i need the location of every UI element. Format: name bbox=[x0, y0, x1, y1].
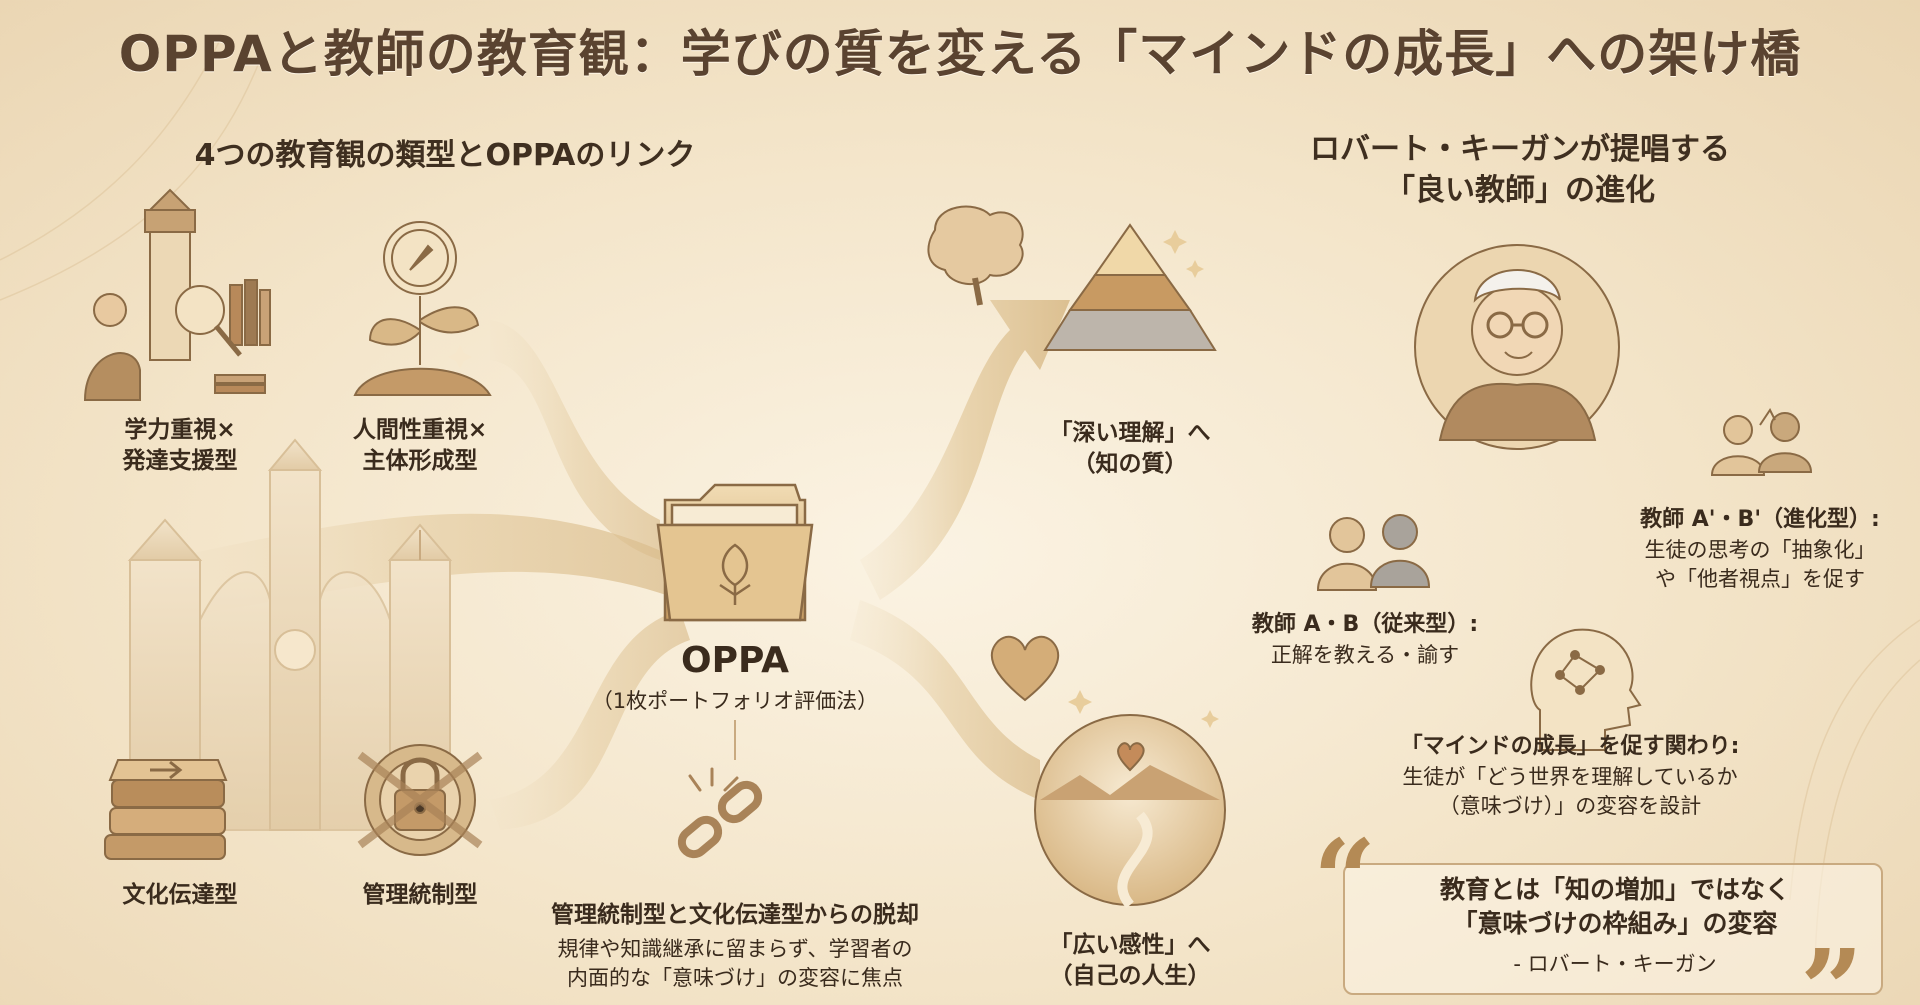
quote-author: - ロバート・キーガン bbox=[1513, 952, 1717, 976]
evolved-teacher-line: や「他者視点」を促す bbox=[1655, 567, 1865, 592]
mind-growth-text: 「マインドの成長」を促す関わり: 生徒が「どう世界を理解しているか （意味づけ）… bbox=[1345, 732, 1795, 822]
outcome-line: 「深い理解」へ bbox=[1049, 420, 1211, 446]
open-quote-icon: “ bbox=[1313, 815, 1377, 944]
oppa-subtitle: （1枚ポートフォリオ評価法） bbox=[591, 689, 879, 713]
sprout-compass-illustration bbox=[353, 221, 492, 396]
outcome-line: 「広い感性」へ bbox=[1049, 932, 1211, 958]
conventional-teacher-desc: 正解を教える・諭す bbox=[1270, 642, 1460, 667]
oppa-name: OPPA bbox=[681, 640, 789, 681]
type-label-line: 人間性重視× bbox=[352, 417, 488, 443]
evolved-teacher-line: 生徒の思考の「抽象化」 bbox=[1644, 537, 1876, 562]
quote-line: 「意味づけの枠組み」の変容 bbox=[1452, 908, 1778, 938]
connector-lines bbox=[419, 530, 736, 760]
conventional-teachers-icon bbox=[1316, 514, 1431, 591]
mind-growth-line: 生徒が「どう世界を理解しているか bbox=[1402, 764, 1738, 789]
mind-growth-line: （意味づけ）」の変容を設計 bbox=[1438, 794, 1702, 819]
quote-line: 教育とは「知の増加」ではなく bbox=[1439, 875, 1790, 904]
right-heading-line: 「良い教師」の進化 bbox=[1385, 172, 1655, 208]
landscape-illustration bbox=[1034, 710, 1226, 909]
gear-lock-illustration bbox=[357, 744, 483, 856]
oppa-folder-illustration bbox=[656, 483, 814, 622]
heart-illustration bbox=[990, 635, 1092, 714]
evolved-teacher-text: 教師 A'・B'（進化型）: 生徒の思考の「抽象化」 や「他者視点」を促す bbox=[1610, 505, 1910, 595]
kegan-portrait bbox=[1414, 244, 1620, 450]
outcome-line: （知の質） bbox=[1072, 451, 1188, 478]
left-section-heading: 4つの教育観の類型とOPPAのリンク bbox=[194, 138, 696, 173]
outcome-deep-understanding: 「深い理解」へ （知の質） bbox=[1020, 418, 1240, 480]
type-academic-development: 学力重視× 発達支援型 bbox=[70, 415, 290, 477]
kegan-quote: 教育とは「知の増加」ではなく 「意味づけの枠組み」の変容 bbox=[1380, 873, 1850, 941]
type-label-line: 管理統制型 bbox=[362, 882, 478, 908]
right-section-heading: ロバート・キーガンが提唱する 「良い教師」の進化 bbox=[1260, 130, 1780, 211]
right-heading-line: ロバート・キーガンが提唱する bbox=[1310, 132, 1730, 167]
type-label-line: 文化伝達型 bbox=[122, 882, 238, 908]
break-description-line: 内面的な「意味づけ」の変容に焦点 bbox=[567, 966, 903, 991]
kegan-quote-box bbox=[1343, 863, 1883, 995]
brain-illustration bbox=[927, 205, 1024, 306]
close-quote-icon: ” bbox=[1800, 925, 1864, 1005]
break-description: 規律や知識継承に留まらず、学習者の 内面的な「意味づけ」の変容に焦点 bbox=[500, 935, 970, 994]
break-title: 管理統制型と文化伝達型からの脱却 bbox=[551, 902, 919, 928]
type-label-line: 主体形成型 bbox=[362, 448, 478, 475]
type-cultural-transmission: 文化伝達型 bbox=[70, 880, 290, 911]
books-illustration bbox=[104, 759, 228, 860]
type-humanity-subject: 人間性重視× 主体形成型 bbox=[310, 415, 530, 477]
head-network-icon bbox=[1530, 628, 1642, 751]
evolved-teacher-title: 教師 A'・B'（進化型）: bbox=[1640, 507, 1880, 532]
outcome-broad-sensitivity: 「広い感性」へ （自己の人生） bbox=[1020, 930, 1240, 992]
pyramid-illustration bbox=[1043, 223, 1217, 351]
evolved-teachers-icon bbox=[1710, 408, 1813, 476]
break-description-line: 規律や知識継承に留まらず、学習者の bbox=[557, 937, 913, 961]
conventional-teacher-text: 教師 A・B（従来型）: 正解を教える・諭す bbox=[1235, 610, 1495, 670]
conventional-teacher-title: 教師 A・B（従来型）: bbox=[1251, 612, 1479, 637]
page-title: OPPAと教師の教育観：学びの質を変える「マインドの成長」への架け橋 bbox=[118, 25, 1802, 83]
broken-chain-illustration bbox=[677, 767, 763, 859]
type-management-control: 管理統制型 bbox=[310, 880, 530, 911]
type-label-line: 発達支援型 bbox=[122, 448, 238, 475]
lighthouse-teacher-illustration bbox=[83, 188, 271, 401]
mind-growth-title: 「マインドの成長」を促す関わり: bbox=[1400, 734, 1740, 759]
outcome-line: （自己の人生） bbox=[1049, 963, 1211, 990]
type-label-line: 学力重視× bbox=[124, 417, 236, 443]
